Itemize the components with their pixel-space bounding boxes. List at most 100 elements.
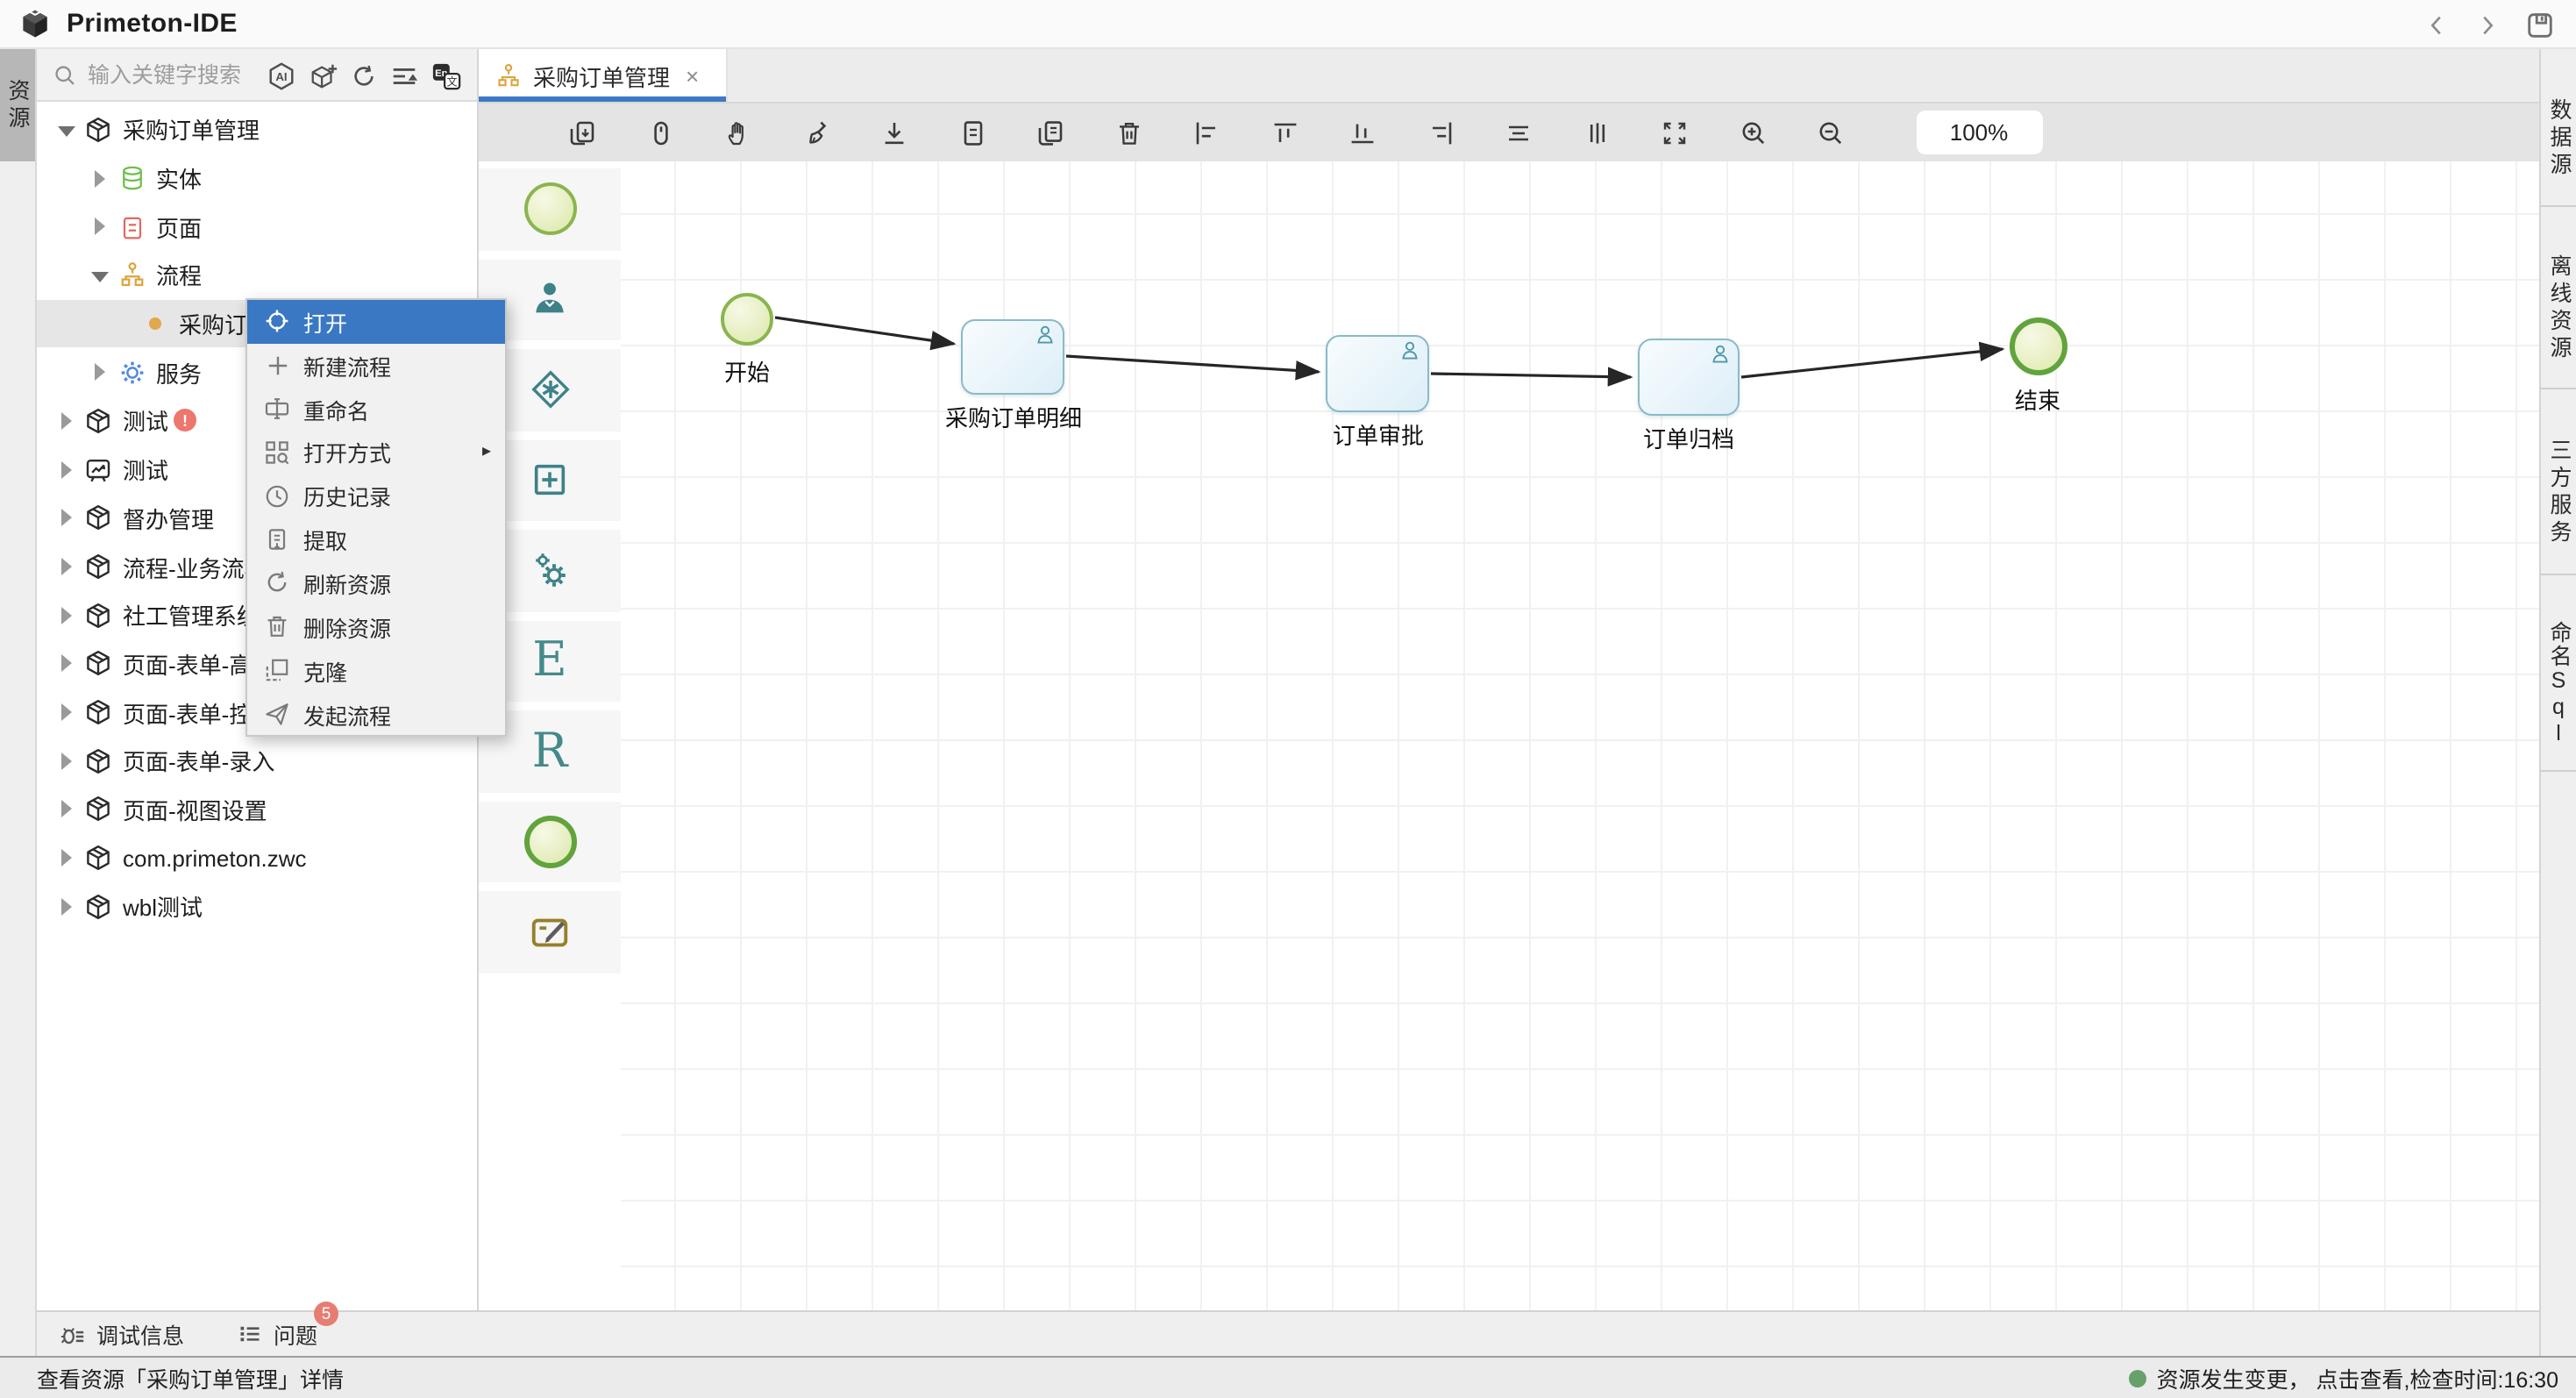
refresh-icon[interactable] [351, 62, 377, 89]
back-chevron-icon[interactable] [2423, 11, 2450, 38]
tree-item[interactable]: 服务 [37, 348, 477, 396]
document-icon[interactable] [958, 118, 986, 146]
clean-broom-icon[interactable] [802, 118, 830, 146]
align-top-icon[interactable] [1270, 118, 1299, 146]
node-user-task[interactable] [1638, 339, 1740, 416]
app-title: Primeton-IDE [67, 9, 238, 39]
tab-purchase-order-process[interactable]: 采购订单管理 × [479, 49, 728, 102]
copy-icon[interactable] [568, 118, 596, 146]
tree-item[interactable]: 页面 [37, 203, 477, 251]
tree-item[interactable]: wbl测试 [37, 882, 477, 931]
menu-item-history[interactable]: 历史记录 [247, 474, 505, 518]
zoom-out-icon[interactable] [1817, 118, 1845, 146]
editor-tab-bar: 采购订单管理 × [479, 49, 2539, 102]
menu-item-refresh-resource[interactable]: 刷新资源 [247, 561, 505, 605]
expand-arrow-icon[interactable] [58, 558, 75, 576]
problems-tab[interactable]: 问题 5 [237, 1302, 339, 1351]
canvas-toolbar: 100% [479, 102, 2539, 161]
flow-canvas[interactable]: 开始 采购订单明细 订单审批 订单归档 结束 [621, 161, 2539, 1310]
node-user-task[interactable] [961, 319, 1064, 395]
align-bottom-icon[interactable] [1348, 118, 1377, 146]
new-resource-icon[interactable] [309, 61, 338, 90]
annotation-edit-icon [528, 910, 572, 954]
menu-item-extract[interactable]: 提取 [247, 517, 505, 561]
tree-item[interactable]: 督办管理 [37, 494, 477, 542]
node-label: 开始 [723, 360, 771, 386]
node-end-event[interactable] [2010, 317, 2067, 375]
expand-arrow-icon[interactable] [91, 169, 109, 188]
expand-arrow-icon[interactable] [58, 703, 75, 722]
rail-tab-offline-resources[interactable]: 离线资源 [2541, 207, 2576, 389]
align-center-icon[interactable] [1505, 118, 1533, 146]
tree-item[interactable]: 页面-表单-录入 [37, 737, 477, 785]
forward-chevron-icon[interactable] [2474, 11, 2501, 38]
rail-tab-resources[interactable]: 资源 [0, 49, 35, 161]
menu-item-delete-resource[interactable]: 删除资源 [247, 605, 505, 649]
package-icon [84, 553, 112, 581]
menu-item-rename[interactable]: 重命名 [247, 387, 505, 431]
expand-arrow-icon[interactable] [58, 897, 75, 916]
expand-arrow-icon[interactable] [58, 411, 75, 430]
translate-icon[interactable] [431, 61, 461, 90]
status-left-text[interactable]: 查看资源「采购订单管理」详情 [37, 1368, 345, 1393]
fit-screen-icon[interactable] [1661, 118, 1689, 146]
save-icon[interactable] [2525, 10, 2555, 39]
menu-item-open[interactable]: 打开 [247, 300, 505, 344]
tree-item[interactable]: 页面-视图设置 [37, 785, 477, 833]
tree-item[interactable]: 测试 [37, 446, 477, 494]
delete-icon[interactable] [1114, 118, 1142, 146]
zoom-in-icon[interactable] [1739, 118, 1767, 146]
tree-item[interactable]: 社工管理系统 [37, 591, 477, 639]
expand-arrow-icon[interactable] [58, 509, 75, 527]
palette-annotation[interactable] [479, 891, 621, 973]
search-input[interactable] [88, 62, 281, 87]
expand-arrow-icon[interactable] [58, 800, 75, 818]
extract-doc-icon [265, 527, 289, 552]
package-icon [84, 698, 112, 726]
status-bar: 查看资源「采购订单管理」详情 资源发生变更， 点击查看,检查时间:16:30 [0, 1356, 2576, 1398]
tree-item[interactable]: com.primeton.zwc [37, 834, 477, 882]
expand-arrow-icon[interactable] [58, 460, 75, 479]
menu-item-start-process[interactable]: 发起流程 [247, 692, 505, 736]
collapse-list-icon[interactable] [389, 61, 419, 90]
context-menu: 打开 新建流程 重命名 打开方式▸ 历史记录 提取 刷新资源 删除资源 克隆 发… [246, 298, 507, 738]
tree-item[interactable]: 流程 [37, 251, 477, 299]
rail-tab-thirdparty-services[interactable]: 三方服务 [2541, 389, 2576, 575]
expand-arrow-icon[interactable] [58, 752, 75, 770]
expand-arrow-icon[interactable] [91, 267, 109, 284]
node-start-event[interactable] [721, 293, 773, 346]
menu-item-clone[interactable]: 克隆 [247, 649, 505, 693]
debug-info-tab[interactable]: 调试信息 [60, 1317, 184, 1351]
palette-start-event[interactable] [479, 168, 621, 250]
expand-arrow-icon[interactable] [91, 363, 109, 382]
expand-arrow-icon[interactable] [58, 849, 75, 867]
align-right-icon[interactable] [1427, 118, 1455, 146]
tree-item[interactable]: 测试! [37, 396, 477, 445]
palette-end-event[interactable] [479, 801, 621, 882]
node-user-task[interactable] [1326, 335, 1429, 412]
status-right[interactable]: 资源发生变更， 点击查看,检查时间:16:30 [2128, 1361, 2558, 1394]
copy-document-icon[interactable] [1036, 118, 1064, 146]
pan-hand-icon[interactable] [724, 118, 752, 146]
menu-item-new-process[interactable]: 新建流程 [247, 344, 505, 388]
flow-icon [117, 261, 146, 289]
tree-item[interactable]: 实体 [37, 153, 477, 202]
expand-arrow-icon[interactable] [58, 121, 75, 139]
mouse-icon[interactable] [646, 118, 674, 146]
tree-item[interactable]: 采购订单管理 [37, 105, 477, 153]
expand-arrow-icon[interactable] [91, 218, 109, 236]
tab-close-icon[interactable]: × [686, 62, 700, 89]
expand-arrow-icon[interactable] [58, 606, 75, 624]
rail-tab-named-sql[interactable]: 命名Sql [2541, 575, 2576, 772]
zoom-level-field[interactable]: 100% [1916, 111, 2042, 154]
ai-icon[interactable] [267, 61, 296, 90]
align-left-icon[interactable] [1192, 118, 1220, 146]
distribute-vertical-icon[interactable] [1583, 118, 1611, 146]
rail-tab-datasource[interactable]: 数据源 [2541, 49, 2576, 207]
download-icon[interactable] [880, 118, 908, 146]
menu-item-open-with[interactable]: 打开方式▸ [247, 431, 505, 474]
subprocess-icon [530, 460, 570, 501]
user-badge-icon [1035, 325, 1056, 346]
expand-arrow-icon[interactable] [58, 654, 75, 673]
